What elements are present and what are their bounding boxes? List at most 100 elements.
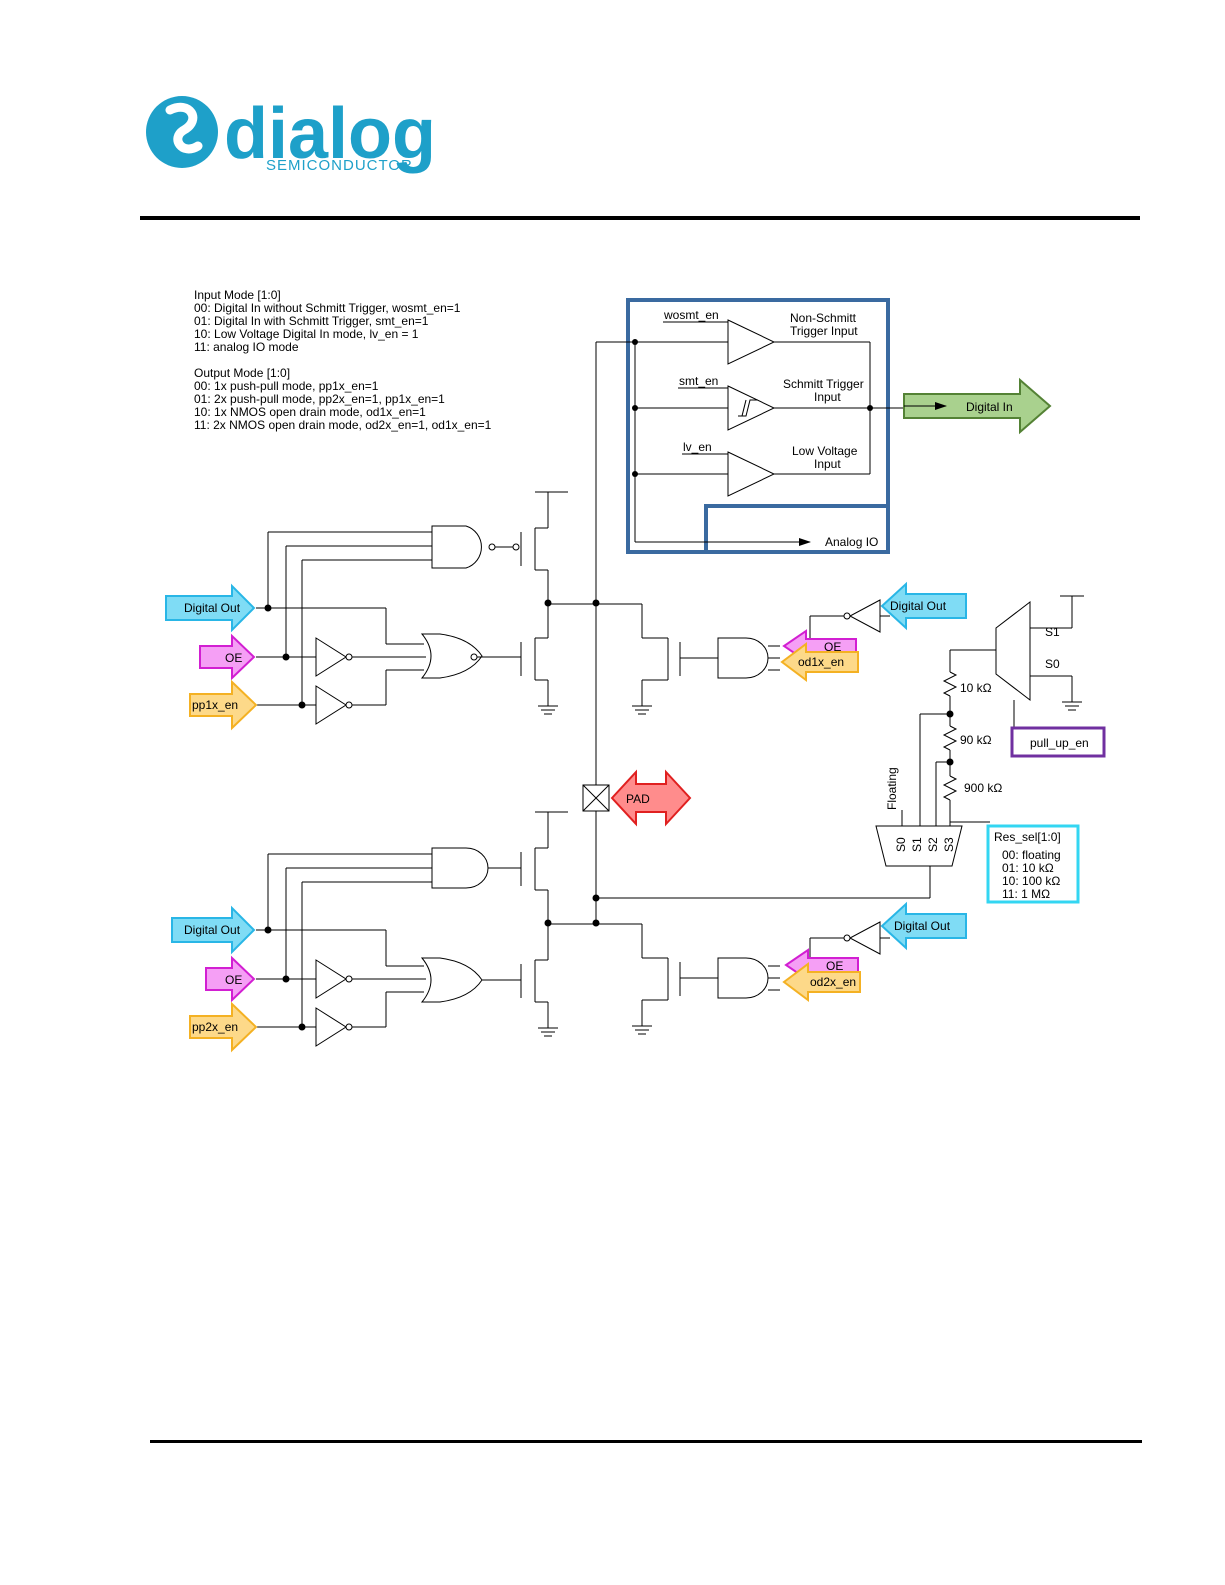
pad-arrow: PAD [610,769,692,827]
resistor-900k-label: 900 kΩ [964,781,1002,795]
res-sel-line: 10: 100 kΩ [1002,874,1060,888]
output-mode-line: 10: 1x NMOS open drain mode, od1x_en=1 [194,405,426,419]
gpio-circuit-diagram: Input Mode [1:0] 00: Digital In without … [165,288,1106,1053]
od1x-en-arrow [780,642,859,682]
pull-up-labels: S1 S0 10 kΩ 90 kΩ 900 kΩ Floating S0 S1 … [885,625,1060,852]
res-sel-line: 11: 1 MΩ [1002,887,1050,901]
low-voltage-label: Low Voltage [792,444,858,458]
lv-en-label: lv_en [683,440,712,454]
analog-io-frame [704,504,890,554]
digital-in-arrow: Digital In [903,377,1052,435]
header-rule [140,216,1140,220]
low-voltage-label: Input [814,457,841,471]
ground-icon [1062,701,1082,711]
output-mode-line: 00: 1x push-pull mode, pp1x_en=1 [194,379,379,393]
and-gate-icon [717,957,769,999]
mux-input-s1: S1 [910,837,924,852]
inverter-icon [315,1007,347,1047]
signal-arrows: Digital Out OE pp1x_en Digital Out OE pp… [165,581,967,1053]
output-mode-line: 01: 2x push-pull mode, pp2x_en=1, pp1x_e… [194,392,445,406]
input-mode-line: 11: analog IO mode [194,340,299,354]
oe-label: OE [824,640,841,654]
inverter-icon [848,921,881,955]
and-gate-icon [431,847,489,889]
digital-out-label: Digital Out [894,919,951,933]
digital-out-arrow [171,905,256,955]
nor-gate-icon [420,957,483,1003]
output-mode-title: Output Mode [1:0] [194,366,290,380]
res-sel-box: Res_sel[1:0] 00: floating 01: 10 kΩ 10: … [986,824,1080,904]
nand-gate-icon [431,525,482,569]
pp2x-en-arrow [189,1001,258,1053]
smt-en-label: smt_en [679,374,718,388]
floating-label: Floating [885,767,899,810]
oe-label: OE [225,651,242,665]
output-mode-line: 11: 2x NMOS open drain mode, od2x_en=1, … [194,418,492,432]
input-mode-line: 10: Low Voltage Digital In mode, lv_en =… [194,327,419,341]
res-sel-mux-icon [875,825,963,867]
input-mode-line: 00: Digital In without Schmitt Trigger, … [194,301,461,315]
top-driver [256,491,890,725]
resistor-icon [942,671,958,697]
non-schmitt-label: Trigger Input [790,324,858,338]
mux-input-s0: S0 [894,837,908,852]
pad-label: PAD [626,792,650,806]
and-gate-icon [717,637,769,679]
digital-in-label: Digital In [966,400,1013,414]
oe-arrow [199,633,256,681]
non-schmitt-buffer-icon [727,319,776,365]
input-mode-title: Input Mode [1:0] [194,288,281,302]
pp2x-en-label: pp2x_en [192,1020,238,1034]
resistor-90k-label: 90 kΩ [960,733,992,747]
digital-out-arrow [880,581,967,631]
logo-mark-icon [146,96,218,168]
schmitt-label: Schmitt Trigger [783,377,864,391]
res-sel-line: 00: floating [1002,848,1061,862]
s0-label: S0 [1045,657,1060,671]
digital-out-label: Digital Out [184,601,241,615]
schmitt-buffer-icon [727,385,776,431]
resistor-icon [942,725,958,751]
mux-input-s2: S2 [926,837,940,852]
pp1x-en-label: pp1x_en [192,698,238,712]
pp1x-en-arrow [189,679,258,731]
low-voltage-buffer-icon [727,451,776,497]
digital-out-label: Digital Out [184,923,241,937]
inverter-icon [315,959,347,999]
pull-up-network [875,595,1104,867]
res-sel-title: Res_sel[1:0] [994,830,1061,844]
ground-icon [538,1027,558,1037]
input-mode-line: 01: Digital In with Schmitt Trigger, smt… [194,314,429,328]
resistor-icon [942,775,958,801]
input-block: wosmt_en Non-Schmitt Trigger Input smt_e… [596,298,904,554]
s1-label: S1 [1045,625,1060,639]
logo-subtitle: SEMICONDUCTOR [266,157,413,174]
footer-rule [150,1440,1142,1443]
od2x-en-arrow [782,962,861,1002]
oe-arrow [205,955,256,1003]
wosmt-en-label: wosmt_en [663,308,719,322]
dialog-semiconductor-logo: dialog SEMICONDUCTOR [146,94,436,174]
ground-icon [632,1025,652,1035]
mux-input-s3: S3 [942,837,956,852]
digital-out-arrow [165,583,256,633]
schmitt-label: Input [814,390,841,404]
oe-label: OE [225,973,242,987]
inverter-icon [315,637,347,677]
nor-gate-icon [420,633,483,679]
pull-up-mux-icon [995,600,1031,702]
mode-legend: Input Mode [1:0] 00: Digital In without … [194,288,492,432]
digital-out-label: Digital Out [890,599,947,613]
pull-up-en-label: pull_up_en [1030,736,1089,750]
ground-icon [632,705,652,715]
inverter-icon [848,599,881,633]
analog-io-label: Analog IO [825,535,878,549]
od2x-en-label: od2x_en [810,975,856,989]
digital-out-arrow [880,901,967,951]
inverter-icon [315,685,347,725]
oe-label: OE [826,959,843,973]
od1x-en-label: od1x_en [798,655,844,669]
non-schmitt-label: Non-Schmitt [790,311,857,325]
logo-wordmark: dialog [224,94,436,174]
pad-symbol [582,784,610,812]
